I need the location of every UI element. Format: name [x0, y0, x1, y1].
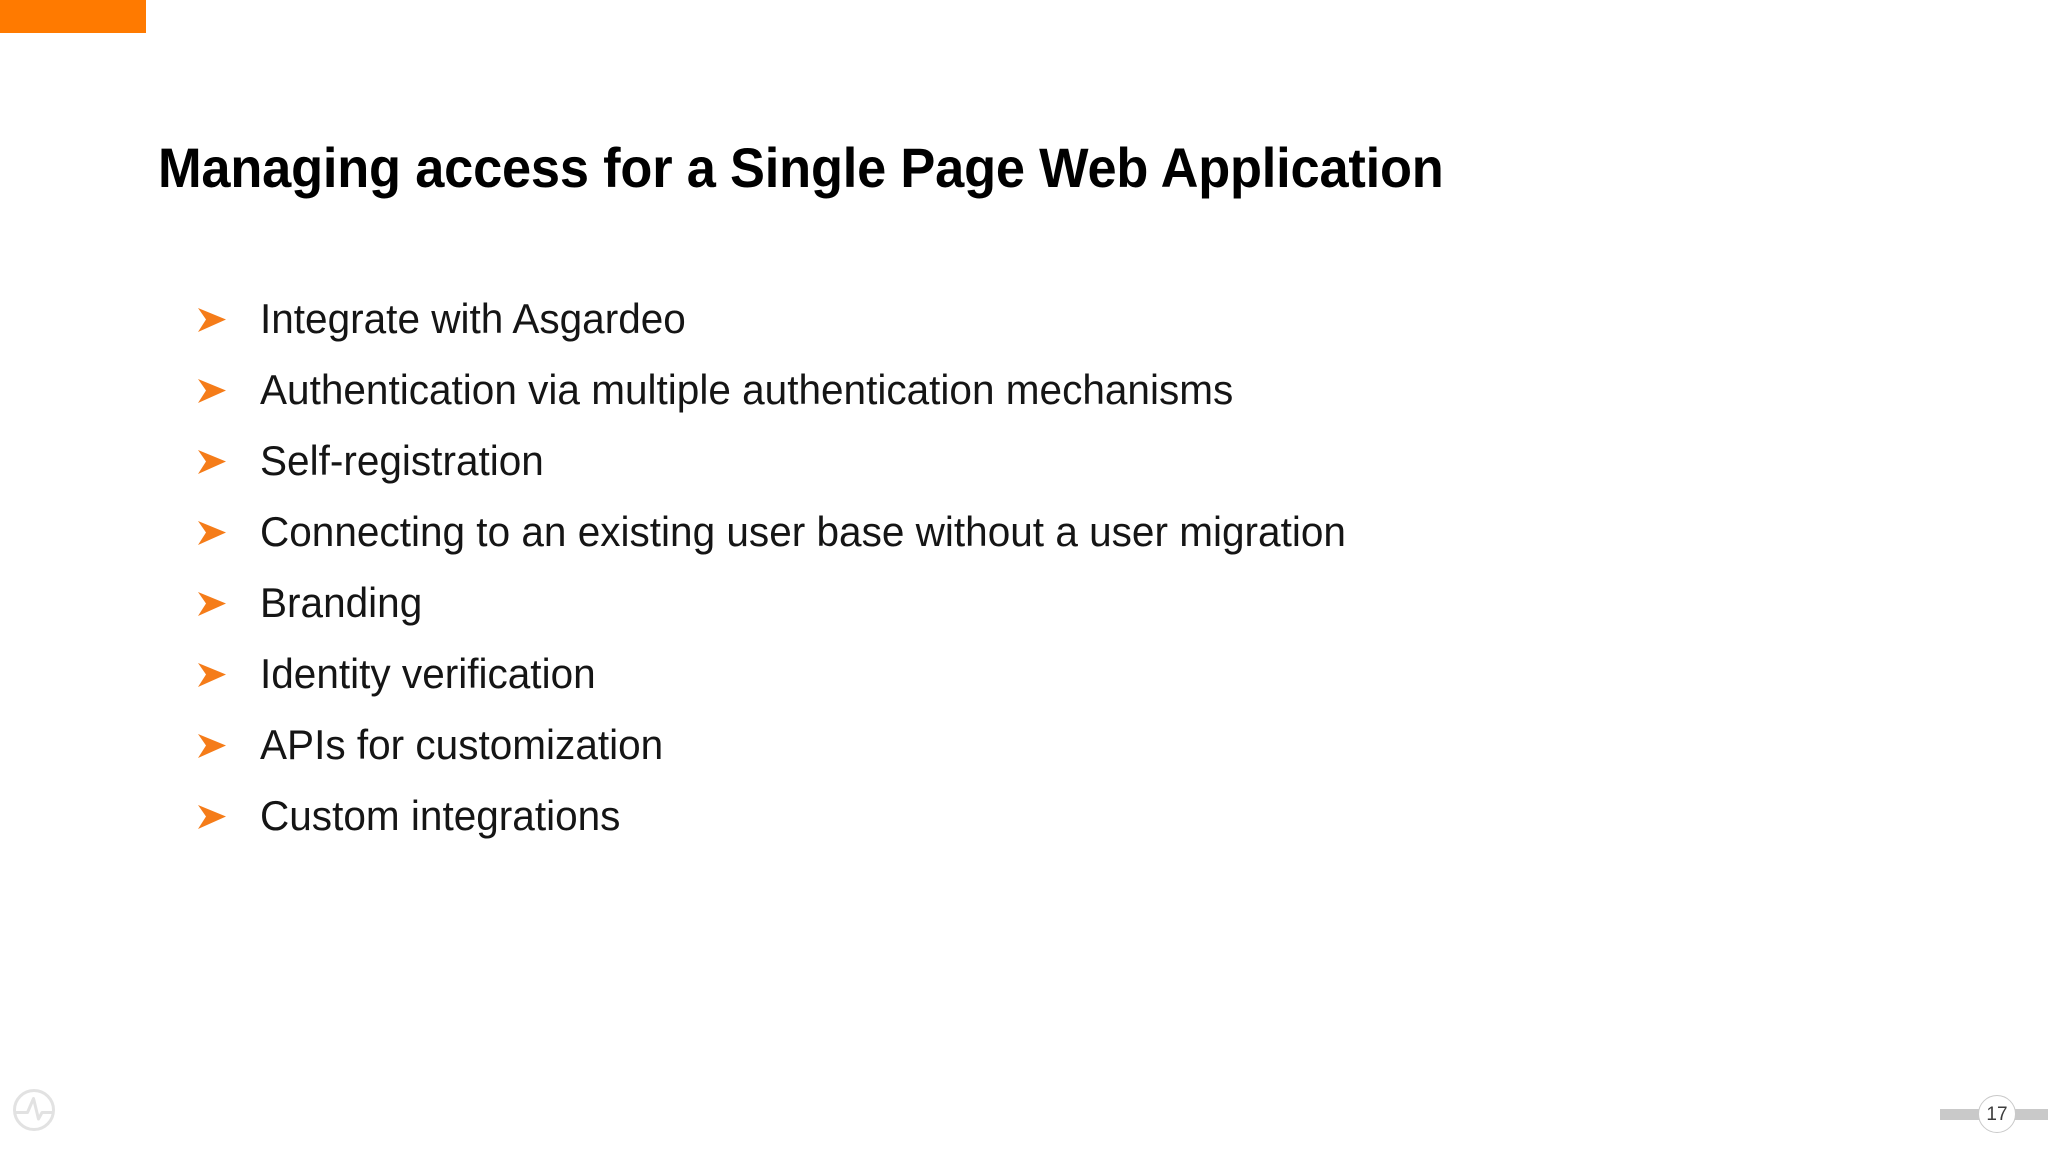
list-item-label: APIs for customization	[260, 720, 664, 768]
arrowhead-right-icon	[196, 800, 260, 832]
list-item: Identity verification	[196, 638, 1896, 709]
arrowhead-right-icon	[196, 445, 260, 477]
list-item-label: Identity verification	[260, 649, 596, 697]
orange-accent-bar	[0, 0, 146, 33]
bullet-list: Integrate with Asgardeo Authentication v…	[196, 283, 1896, 851]
arrowhead-right-icon	[196, 303, 260, 335]
list-item: Connecting to an existing user base with…	[196, 496, 1896, 567]
arrowhead-right-icon	[196, 729, 260, 761]
page-number-text: 17	[1986, 1103, 2008, 1125]
list-item: Integrate with Asgardeo	[196, 283, 1896, 354]
pulse-circle-logo-icon	[11, 1087, 57, 1133]
page-indicator: 17	[1940, 1094, 2048, 1134]
list-item-label: Integrate with Asgardeo	[260, 294, 686, 342]
arrowhead-right-icon	[196, 587, 260, 619]
list-item: APIs for customization	[196, 709, 1896, 780]
list-item-label: Self-registration	[260, 436, 544, 484]
arrowhead-right-icon	[196, 516, 260, 548]
arrowhead-right-icon	[196, 374, 260, 406]
list-item-label: Branding	[260, 578, 423, 626]
page-number-badge: 17	[1978, 1095, 2016, 1133]
list-item-label: Authentication via multiple authenticati…	[260, 365, 1234, 413]
arrowhead-right-icon	[196, 658, 260, 690]
list-item: Authentication via multiple authenticati…	[196, 354, 1896, 425]
list-item-label: Connecting to an existing user base with…	[260, 507, 1346, 555]
list-item: Self-registration	[196, 425, 1896, 496]
list-item: Branding	[196, 567, 1896, 638]
page-title: Managing access for a Single Page Web Ap…	[158, 135, 1444, 199]
list-item: Custom integrations	[196, 780, 1896, 851]
list-item-label: Custom integrations	[260, 791, 621, 839]
